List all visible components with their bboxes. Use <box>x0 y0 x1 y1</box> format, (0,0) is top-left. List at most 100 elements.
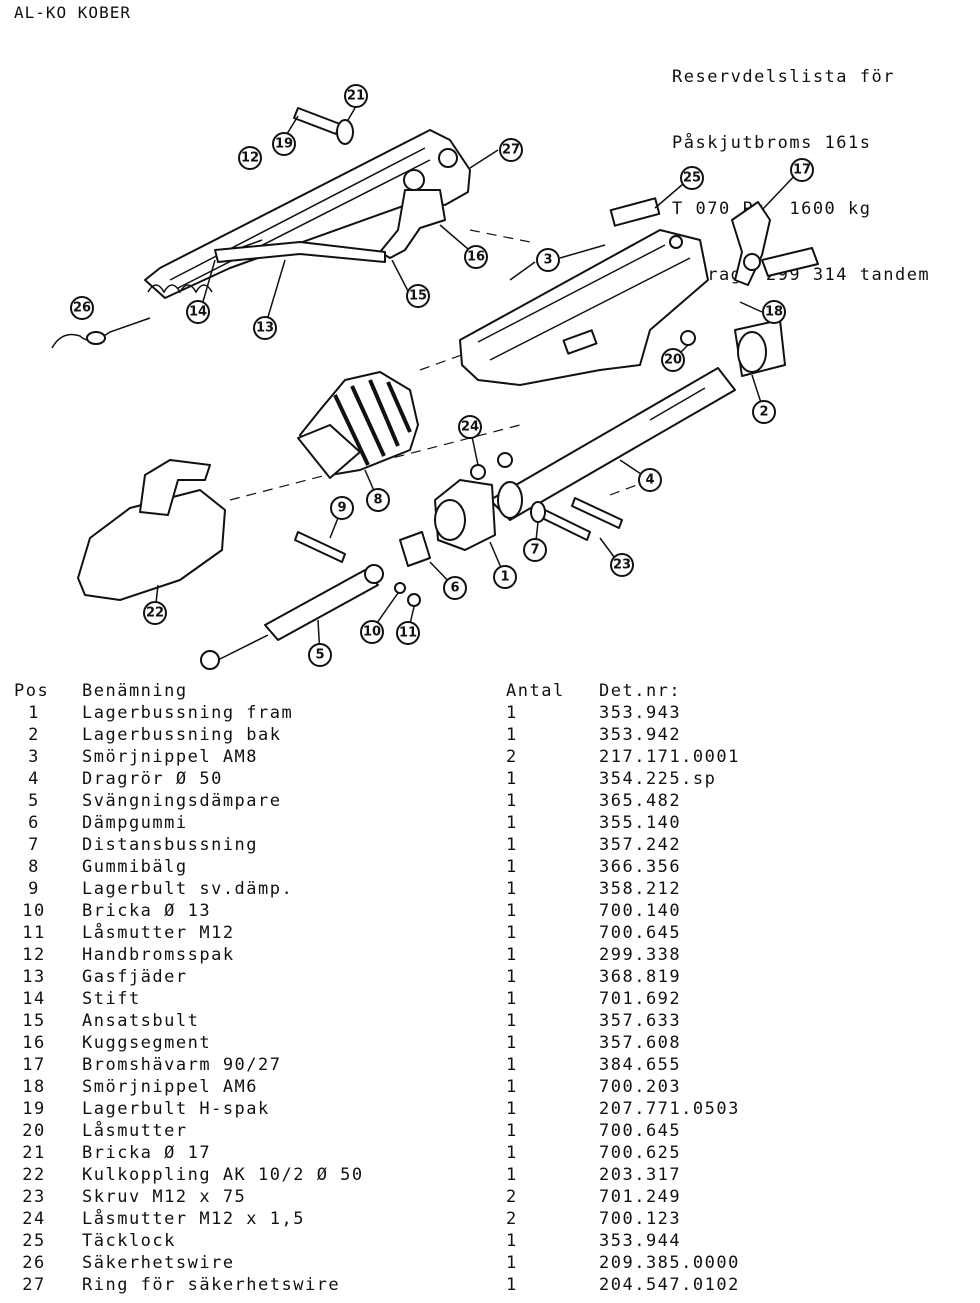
svg-text:8: 8 <box>373 493 382 508</box>
svg-text:1: 1 <box>500 570 509 585</box>
callout-14: 14 <box>186 300 210 324</box>
svg-text:19: 19 <box>275 137 293 152</box>
row-det: 353.942 <box>599 725 682 745</box>
row-name: Låsmutter <box>82 1121 188 1141</box>
row-pos: 14 <box>22 989 46 1009</box>
row-pos: 16 <box>22 1033 46 1053</box>
row-qty: 1 <box>506 1253 518 1273</box>
gas-spring-part <box>214 241 386 263</box>
svg-text:15: 15 <box>409 289 427 304</box>
row-det: 353.943 <box>599 703 682 723</box>
row-qty: 1 <box>506 1165 518 1185</box>
row-det: 365.482 <box>599 791 682 811</box>
row-pos: 24 <box>22 1209 46 1229</box>
row-name: Säkerhetswire <box>82 1253 235 1273</box>
row-name: Låsmutter M12 <box>82 923 235 943</box>
row-pos: 26 <box>22 1253 46 1273</box>
row-qty: 1 <box>506 1143 518 1163</box>
callout-16: 16 <box>464 245 488 269</box>
row-pos: 20 <box>22 1121 46 1141</box>
svg-text:17: 17 <box>793 163 811 178</box>
front-bushing-part <box>434 479 496 551</box>
row-det: 700.123 <box>599 1209 682 1229</box>
leader-line <box>739 301 763 313</box>
row-qty: 1 <box>506 967 518 987</box>
row-pos: 22 <box>22 1165 46 1185</box>
row-pos: 10 <box>22 901 46 921</box>
row-name: Dragrör Ø 50 <box>82 769 223 789</box>
row-det: 354.225.sp <box>599 769 717 789</box>
row-qty: 1 <box>506 835 518 855</box>
row-det: 700.645 <box>599 923 682 943</box>
row-name: Bricka Ø 13 <box>82 901 212 921</box>
row-pos: 1 <box>28 703 40 723</box>
row-qty: 1 <box>506 1275 518 1295</box>
lock-nut-part <box>680 330 696 346</box>
row-name: Kuggsegment <box>82 1033 212 1053</box>
ball-coupling-part <box>77 459 226 601</box>
callout-19: 19 <box>272 132 296 156</box>
rear-bushing-part <box>734 319 786 377</box>
row-qty: 1 <box>506 725 518 745</box>
row-qty: 1 <box>506 1055 518 1075</box>
toothed-segment-part <box>379 189 446 259</box>
row-name: Lagerbult H-spak <box>82 1099 270 1119</box>
svg-text:12: 12 <box>241 151 259 166</box>
lock-nut-part <box>497 452 513 468</box>
callout-25: 25 <box>680 166 704 190</box>
row-name: Lagerbult sv.dämp. <box>82 879 294 899</box>
callout-4: 4 <box>638 468 662 492</box>
row-det: 357.608 <box>599 1033 682 1053</box>
leader-line <box>347 107 356 121</box>
row-det: 207.771.0503 <box>599 1099 740 1119</box>
row-det: 204.547.0102 <box>599 1275 740 1295</box>
svg-text:7: 7 <box>530 543 539 558</box>
callout-6: 6 <box>443 576 467 600</box>
row-det: 358.212 <box>599 879 682 899</box>
row-qty: 1 <box>506 791 518 811</box>
shock-absorber-part <box>200 564 384 670</box>
row-qty: 2 <box>506 747 518 767</box>
assembly-axis-line <box>469 229 531 243</box>
header-name: Benämning <box>82 681 188 701</box>
row-pos: 18 <box>22 1077 46 1097</box>
header-qty: Antal <box>506 681 565 701</box>
svg-text:20: 20 <box>664 353 682 368</box>
callout-17: 17 <box>790 158 814 182</box>
row-det: 357.633 <box>599 1011 682 1031</box>
row-det: 366.356 <box>599 857 682 877</box>
callout-18: 18 <box>762 300 786 324</box>
callout-27: 27 <box>499 138 523 162</box>
bearing-bolt-part <box>293 107 354 145</box>
row-pos: 17 <box>22 1055 46 1075</box>
svg-text:14: 14 <box>189 305 207 320</box>
row-qty: 2 <box>506 1187 518 1207</box>
svg-text:26: 26 <box>73 301 91 316</box>
bearing-bolt-damper-part <box>294 531 346 563</box>
row-det: 209.385.0000 <box>599 1253 740 1273</box>
svg-text:23: 23 <box>613 558 631 573</box>
row-pos: 4 <box>28 769 40 789</box>
row-det: 384.655 <box>599 1055 682 1075</box>
svg-text:2: 2 <box>759 405 768 420</box>
callout-3: 3 <box>536 248 560 272</box>
row-qty: 1 <box>506 945 518 965</box>
row-det: 700.203 <box>599 1077 682 1097</box>
callout-20: 20 <box>661 348 685 372</box>
row-name: Handbromsspak <box>82 945 235 965</box>
callout-11: 11 <box>396 621 420 645</box>
row-name: Dämpgummi <box>82 813 188 833</box>
row-name: Bricka Ø 17 <box>82 1143 212 1163</box>
callout-13: 13 <box>253 316 277 340</box>
row-name: Stift <box>82 989 141 1009</box>
row-name: Kulkoppling AK 10/2 Ø 50 <box>82 1165 364 1185</box>
brand-name: AL-KO KOBER <box>14 3 131 22</box>
